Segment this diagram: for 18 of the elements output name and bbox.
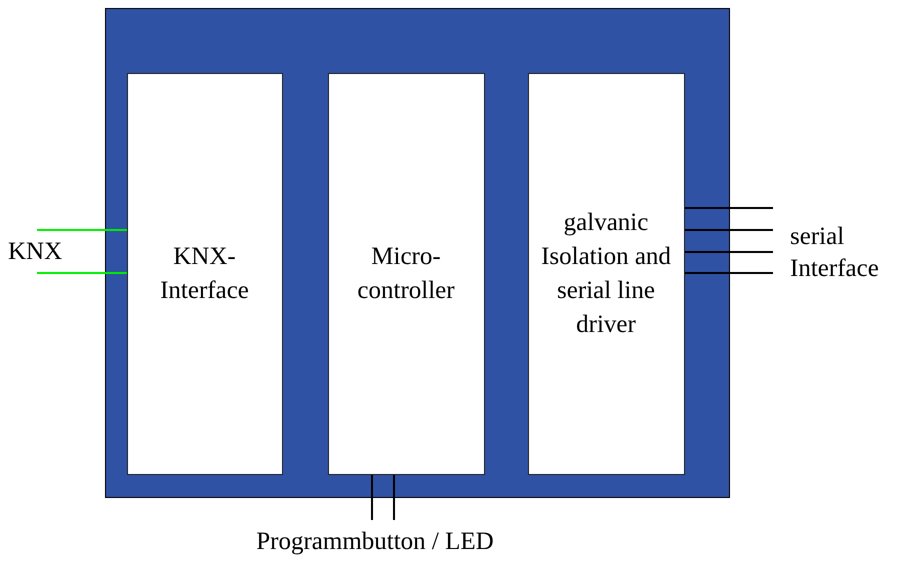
function-block [328,72,484,474]
terminal-label: KNX [8,230,78,273]
wire [371,475,373,520]
block-label: Micro-controller [356,242,456,306]
function-block [126,72,282,474]
wire [685,229,773,231]
terminal-label: Programmbutton / LED [225,520,525,564]
wire [685,251,773,253]
block-label: KNX-Interface [159,242,250,306]
wire [37,229,127,231]
module-box [105,8,730,498]
wire [393,475,395,520]
wire [685,272,773,274]
terminal-label: serial Interface [773,220,899,286]
wire [37,272,127,274]
block-label: galvanic Isolation and serial line driver [540,208,672,340]
function-block [528,72,684,474]
wire [685,207,773,209]
